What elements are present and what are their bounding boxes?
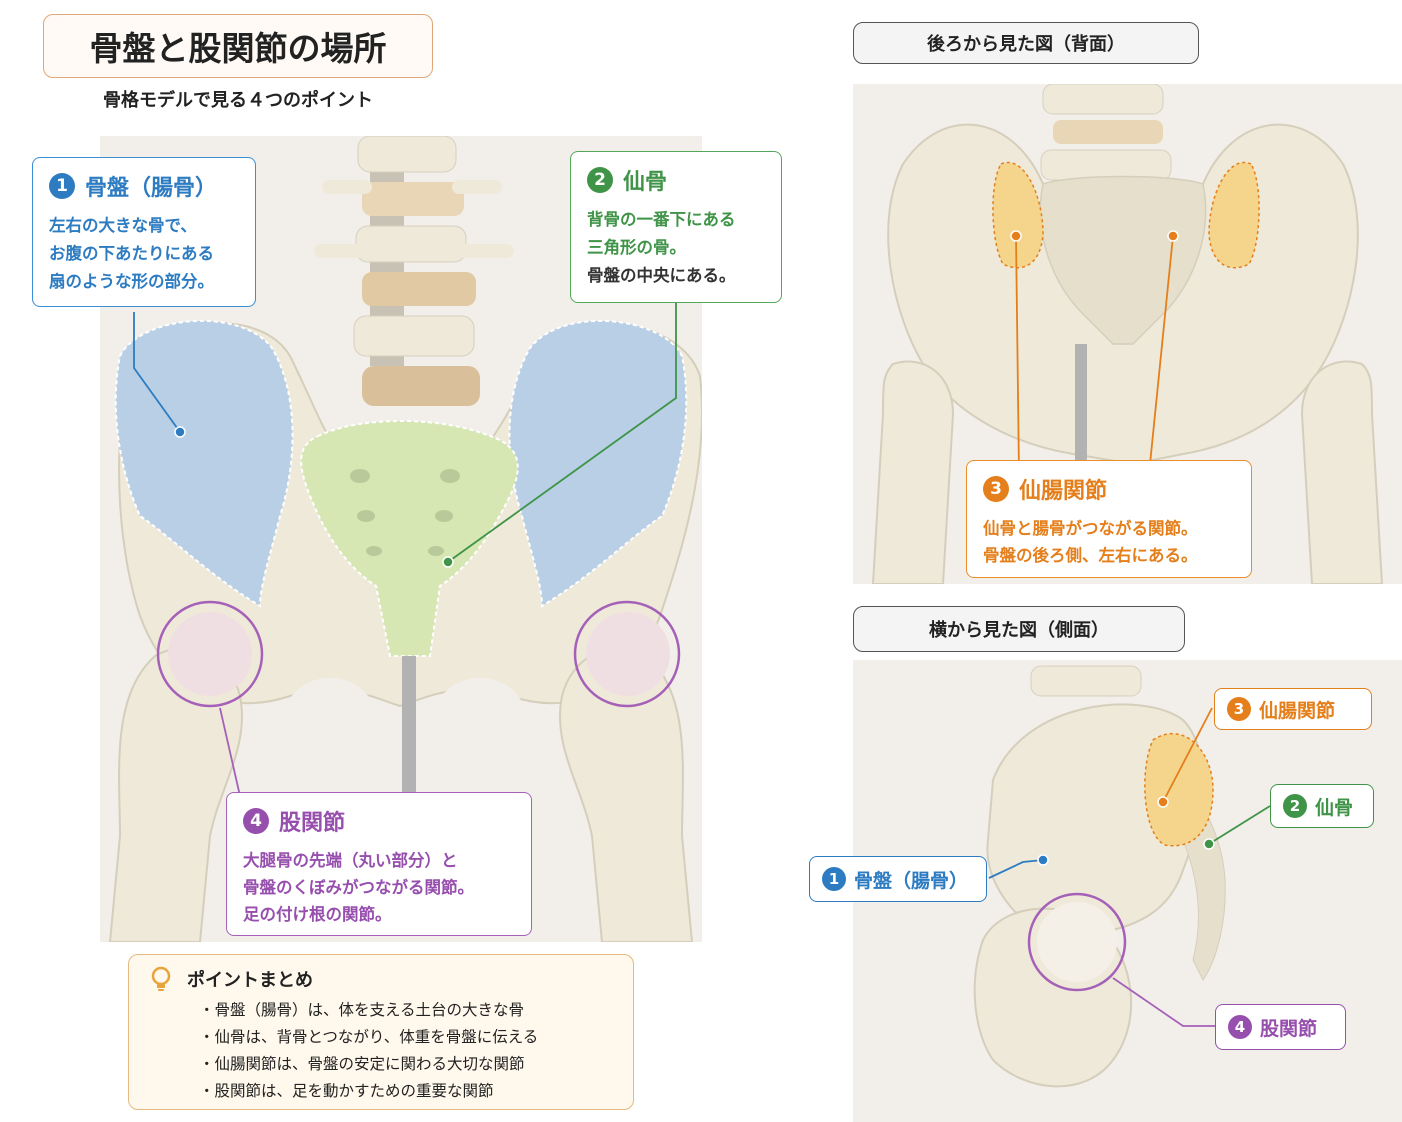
callout-line: 仙骨と腸骨がつながる関節。 (983, 519, 1198, 538)
callout-sacrum: 2 仙骨 背骨の一番下にある 三角形の骨。 骨盤の中央にある。 (570, 151, 782, 303)
callout-hip-joint: 4 股関節 大腿骨の先端（丸い部分）と 骨盤のくぼみがつながる関節。 足の付け根の… (226, 792, 532, 936)
callout-title: 股関節 (279, 811, 346, 836)
label-ilium-side: 1 骨盤（腸骨） (809, 856, 987, 902)
list-item: 仙骨は、背骨とつながり、体重を骨盤に伝える (199, 1024, 615, 1051)
number-badge: 1 (822, 867, 846, 891)
number-badge: 3 (1227, 697, 1251, 721)
list-item: 仙腸関節は、骨盤の安定に関わる大切な関節 (199, 1051, 615, 1078)
number-badge: 4 (243, 808, 269, 834)
callout-title: 仙腸関節 (1019, 479, 1108, 504)
callout-line: 骨盤のくぼみがつながる関節。 (243, 878, 474, 897)
list-item: 股関節は、足を動かすための重要な関節 (199, 1078, 615, 1105)
number-badge: 2 (1283, 794, 1307, 818)
pill-text: 股関節 (1260, 1017, 1318, 1040)
side-view-label: 横から見た図（側面） (853, 606, 1185, 652)
pill-text: 仙腸関節 (1259, 699, 1336, 722)
front-skeleton-illustration (108, 136, 702, 942)
page-subtitle: 骨格モデルで見る４つのポイント (103, 90, 373, 111)
label-hip-joint-side: 4 股関節 (1215, 1004, 1346, 1050)
callout-ilium: 1 骨盤（腸骨） 左右の大きな骨で、 お腹の下あたりにある 扇のような形の部分。 (32, 157, 256, 307)
number-badge: 3 (983, 476, 1009, 502)
pill-text: 仙骨 (1315, 796, 1354, 819)
callout-line: 骨盤の中央にある。 (587, 266, 736, 285)
number-badge: 4 (1228, 1015, 1252, 1039)
number-badge: 1 (49, 173, 75, 199)
callout-title: 骨盤（腸骨） (85, 176, 218, 201)
back-skeleton-illustration (871, 84, 1384, 584)
callout-line: 三角形の骨。 (587, 238, 686, 257)
callout-line: お腹の下あたりにある (49, 244, 214, 263)
callout-line: 扇のような形の部分。 (49, 272, 214, 291)
page-title: 骨盤と股関節の場所 (43, 14, 433, 78)
lightbulb-icon (147, 965, 175, 993)
label-sacrum-side: 2 仙骨 (1270, 784, 1374, 828)
pill-text: 骨盤（腸骨） (854, 869, 969, 892)
list-item: 骨盤（腸骨）は、体を支える土台の大きな骨 (199, 997, 615, 1024)
label-si-joint-side: 3 仙腸関節 (1214, 688, 1372, 730)
callout-line: 足の付け根の関節。 (243, 905, 392, 924)
summary-title: ポイントまとめ (187, 970, 313, 991)
side-skeleton-illustration (973, 665, 1271, 1088)
callout-line: 骨盤の後ろ側、左右にある。 (983, 546, 1198, 565)
callout-si-joint: 3 仙腸関節 仙骨と腸骨がつながる関節。 骨盤の後ろ側、左右にある。 (966, 460, 1252, 578)
back-view-label: 後ろから見た図（背面） (853, 22, 1199, 64)
callout-line: 背骨の一番下にある (587, 210, 736, 229)
back-view-panel (853, 84, 1402, 584)
callout-line: 大腿骨の先端（丸い部分）と (243, 851, 458, 870)
summary-box: ポイントまとめ 骨盤（腸骨）は、体を支える土台の大きな骨 仙骨は、背骨とつながり… (128, 954, 634, 1110)
summary-list: 骨盤（腸骨）は、体を支える土台の大きな骨 仙骨は、背骨とつながり、体重を骨盤に伝… (147, 997, 615, 1105)
callout-title: 仙骨 (623, 170, 668, 195)
number-badge: 2 (587, 167, 613, 193)
callout-line: 左右の大きな骨で、 (49, 216, 197, 235)
